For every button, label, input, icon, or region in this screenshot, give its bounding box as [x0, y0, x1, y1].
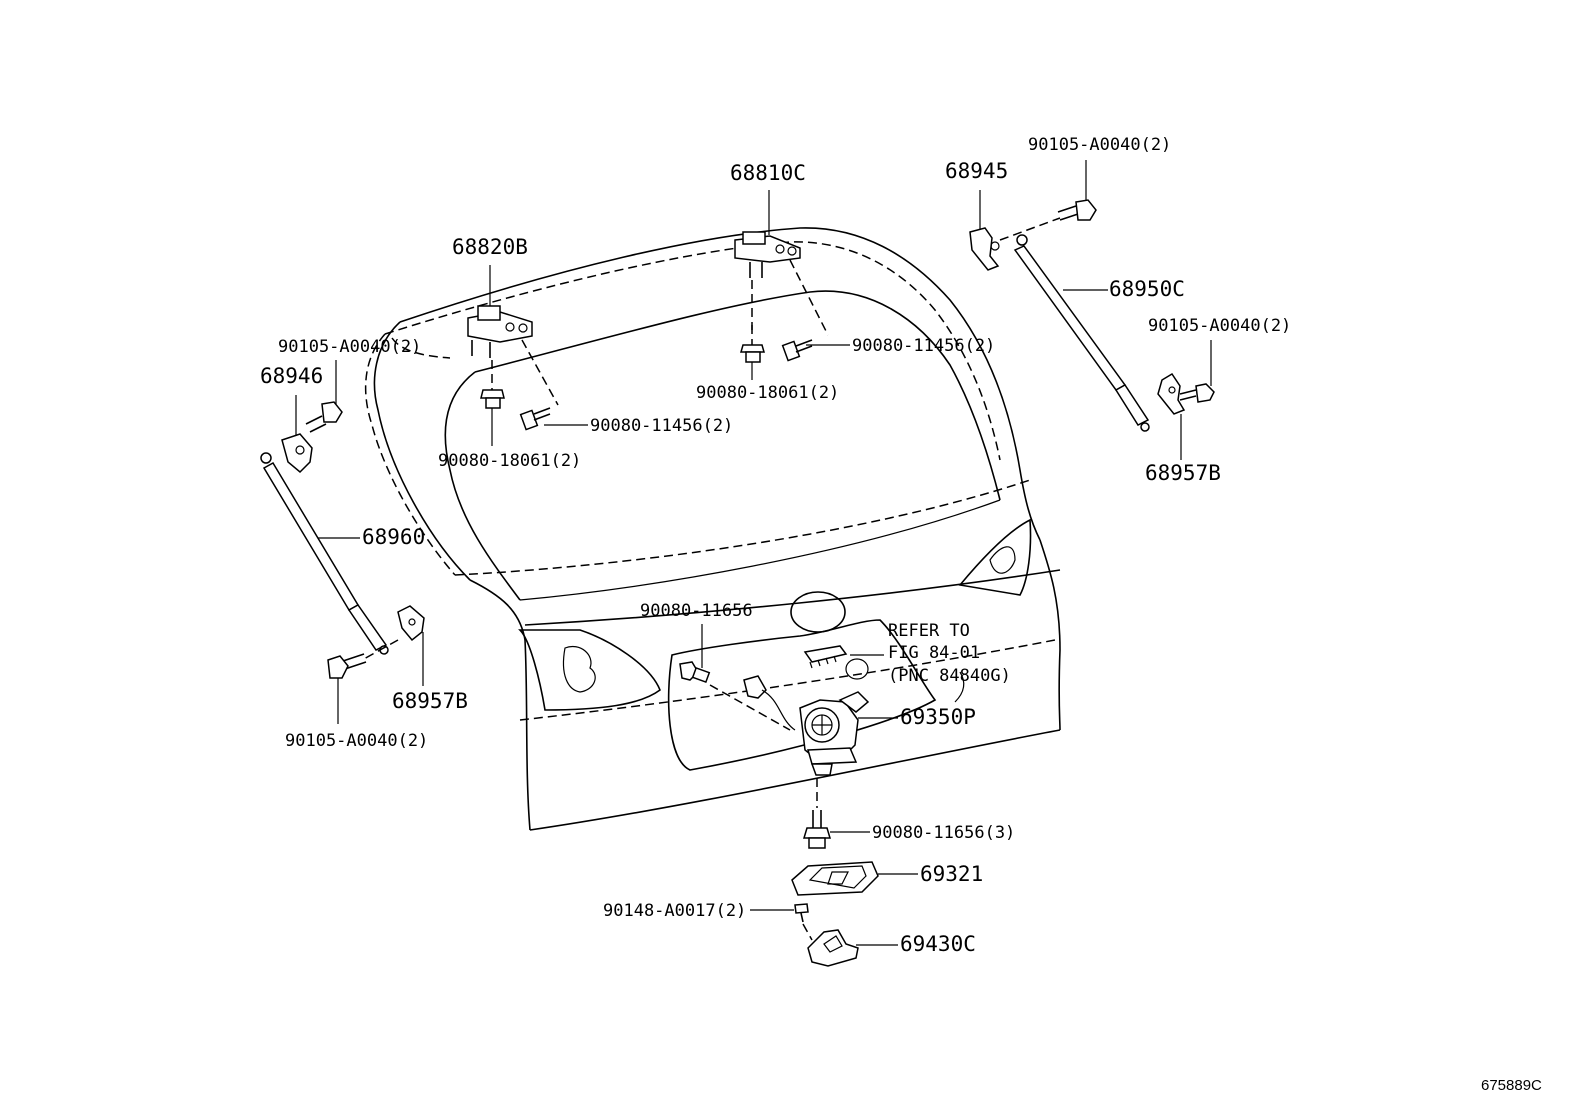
label-90105-a0040-right: 90105-A0040(2)	[1148, 316, 1291, 336]
nut-90080-18061-left	[480, 389, 505, 409]
part-labels: 68810C 68820B 68945 90105-A0040(2) 68950…	[260, 135, 1542, 1094]
label-90105-a0040-top: 90105-A0040(2)	[1028, 135, 1171, 155]
label-90080-11456-left: 90080-11456(2)	[590, 416, 733, 436]
bolt-90080-11456-center	[781, 339, 813, 362]
lock-assembly-69350p	[743, 675, 870, 808]
label-68960: 68960	[362, 525, 425, 549]
label-90080-11656: 90080-11656	[640, 601, 753, 621]
label-68810c: 68810C	[730, 161, 806, 185]
hinge-68820b	[467, 305, 559, 406]
stud-90080-11656	[679, 661, 791, 731]
label-68820b: 68820B	[452, 235, 528, 259]
gas-strut-68950c	[1013, 234, 1150, 432]
bolt-90105-a0040-left-bottom	[327, 653, 367, 679]
label-90148-a0017: 90148-A0017(2)	[603, 901, 746, 921]
label-90080-18061-left: 90080-18061(2)	[438, 451, 581, 471]
label-90105-a0040-left-bottom: 90105-A0040(2)	[285, 731, 428, 751]
label-90080-18061-center: 90080-18061(2)	[696, 383, 839, 403]
bolt-90080-11456-left	[519, 407, 551, 431]
label-refer-line3: (PNC 84840G)	[888, 666, 1011, 686]
label-68950c: 68950C	[1109, 277, 1185, 301]
bracket-68957b-left	[361, 605, 425, 661]
screw-90148-a0017	[794, 903, 813, 941]
label-69350p: 69350P	[900, 705, 976, 729]
label-refer-line2: FIG 84-01	[888, 643, 980, 663]
label-68957b-right: 68957B	[1145, 461, 1221, 485]
bracket-68945	[969, 217, 1061, 271]
label-90105-a0040-left-top: 90105-A0040(2)	[278, 337, 421, 357]
cover-69430c	[807, 929, 859, 967]
gas-strut-68960	[260, 452, 389, 655]
bracket-68957b-right	[1157, 372, 1186, 415]
label-68945: 68945	[945, 159, 1008, 183]
hinge-68810c	[734, 231, 829, 345]
bolt-90105-a0040-right	[1179, 383, 1215, 403]
bolt-90080-11656-3	[802, 810, 832, 849]
label-69430c: 69430C	[900, 932, 976, 956]
nut-90080-18061-center	[740, 344, 765, 363]
bolt-90105-a0040-top	[1057, 199, 1097, 221]
back-door-outline	[364, 227, 1061, 831]
label-refer-line1: REFER TO	[888, 621, 970, 641]
handle-69321	[791, 861, 879, 896]
label-68957b-left: 68957B	[392, 689, 468, 713]
label-69321: 69321	[920, 862, 983, 886]
label-68946: 68946	[260, 364, 323, 388]
figure-id: 675889C	[1481, 1077, 1542, 1094]
bolt-90105-a0040-left-top	[305, 401, 343, 433]
leader-lines	[295, 160, 1212, 946]
label-90080-11456-center: 90080-11456(2)	[852, 336, 995, 356]
label-90080-11656-3: 90080-11656(3)	[872, 823, 1015, 843]
bracket-68946	[281, 433, 313, 474]
connector-refer-fig-84-01	[803, 645, 848, 669]
